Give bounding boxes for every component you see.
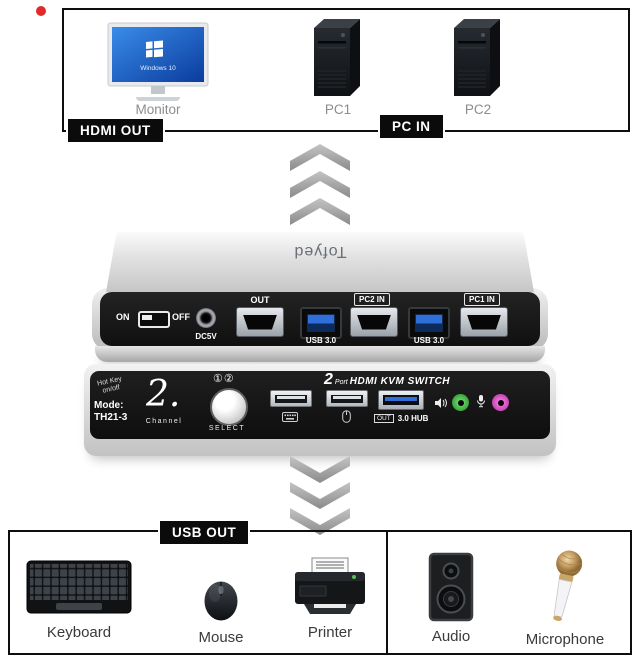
monitor-icon: Windows 10 <box>107 22 209 101</box>
usb-slot <box>275 394 307 403</box>
dc-power-jack <box>196 308 216 328</box>
usb3-port-pc2 <box>300 307 342 339</box>
monitor-screen-text: Windows 10 <box>140 65 176 72</box>
usb-keyboard-port <box>270 390 312 407</box>
usb-slot <box>331 394 363 403</box>
pc2-in-label: PC2 IN <box>354 293 390 306</box>
audio-label: Audio <box>431 628 471 645</box>
speaker-mini-icon <box>435 398 447 408</box>
case-top-face <box>106 232 534 292</box>
hdmi-slot <box>243 314 277 330</box>
power-off-label: OFF <box>172 312 190 322</box>
hub-out-label: OUT <box>374 414 394 423</box>
power-toggle-switch <box>138 311 170 328</box>
section-divider <box>386 532 388 653</box>
dc-label: DC5V <box>195 332 217 341</box>
microphone-icon <box>553 550 583 621</box>
pc-in-badge: PC IN <box>378 113 445 140</box>
logo-number: 2 <box>324 371 333 388</box>
mic-mini-icon <box>477 395 485 408</box>
logo-port-text: Port <box>334 379 348 386</box>
usb-slot <box>383 395 419 405</box>
mode-label: Mode: TH21-3 <box>94 400 127 424</box>
mode-line2: TH21-3 <box>94 412 128 423</box>
logo-text: HDMI KVM SWITCH <box>349 376 451 387</box>
hdmi-pc1-in-port <box>460 307 508 337</box>
usb3-tongue <box>415 314 443 332</box>
select-button <box>210 388 248 426</box>
mode-line1: Mode: <box>94 400 124 411</box>
usb-mouse-port <box>326 390 368 407</box>
hdmi-slot <box>467 314 501 330</box>
brand-logo: Tofyed <box>293 243 347 260</box>
kvm-logo: 2 Port HDMI KVM SWITCH <box>324 372 450 388</box>
keyboard-icon <box>26 560 132 614</box>
keyboard-label: Keyboard <box>46 624 112 641</box>
hdmi-out-port-label: OUT <box>250 295 270 305</box>
kvm-switch-front-view: Hot Key on/off Mode: TH21-3 2. Channel ①… <box>84 364 556 456</box>
usb-hub-labels: OUT 3.0 HUB <box>374 414 428 423</box>
pc2-tower-icon <box>454 19 500 96</box>
printer-label: Printer <box>307 624 353 641</box>
select-indicator-leds: ①② <box>213 373 235 385</box>
usb3-port-pc1 <box>408 307 450 339</box>
power-on-label: ON <box>116 312 130 322</box>
select-label: SELECT <box>208 425 246 432</box>
arrows-down-icon <box>290 456 350 535</box>
mic-in-jack <box>492 394 509 411</box>
pc1-label: PC1 <box>324 102 352 117</box>
front-panel <box>90 371 550 439</box>
audio-out-jack <box>452 394 469 411</box>
arrows-up-icon <box>290 144 350 225</box>
printer-icon <box>295 557 365 614</box>
hub-30-label: 3.0 HUB <box>397 414 429 423</box>
windows-logo-icon <box>146 40 163 58</box>
speaker-icon <box>428 552 474 622</box>
top-box <box>62 8 630 132</box>
mouse-icon <box>204 581 238 621</box>
hdmi-slot <box>357 314 391 330</box>
pc2-label: PC2 <box>464 102 492 117</box>
pc1-tower-icon <box>314 19 360 96</box>
mouse-label: Mouse <box>198 629 244 646</box>
usb3-label-1: USB 3.0 <box>305 336 337 345</box>
red-dot-marker <box>36 6 46 16</box>
usb-out-badge: USB OUT <box>158 519 251 546</box>
hdmi-pc2-in-port <box>350 307 398 337</box>
monitor-label: Monitor <box>135 102 181 117</box>
microphone-label: Microphone <box>525 631 605 648</box>
mouse-mini-icon <box>342 410 351 423</box>
case-bottom-lip <box>95 346 545 362</box>
pc1-in-label: PC1 IN <box>464 293 500 306</box>
usb3-tongue <box>307 314 335 332</box>
bottom-box <box>8 530 632 655</box>
hdmi-out-badge: HDMI OUT <box>66 117 165 144</box>
usb3-hub-port <box>378 390 424 410</box>
hdmi-out-port <box>236 307 284 337</box>
channel-number-display: 2. <box>146 374 181 415</box>
kvm-switch-back-view: Tofyed ON OFF DC5V OUT USB 3.0 PC2 IN US… <box>92 232 548 362</box>
channel-label: Channel <box>145 418 183 425</box>
keyboard-mini-icon <box>282 412 298 422</box>
usb3-label-2: USB 3.0 <box>413 336 445 345</box>
